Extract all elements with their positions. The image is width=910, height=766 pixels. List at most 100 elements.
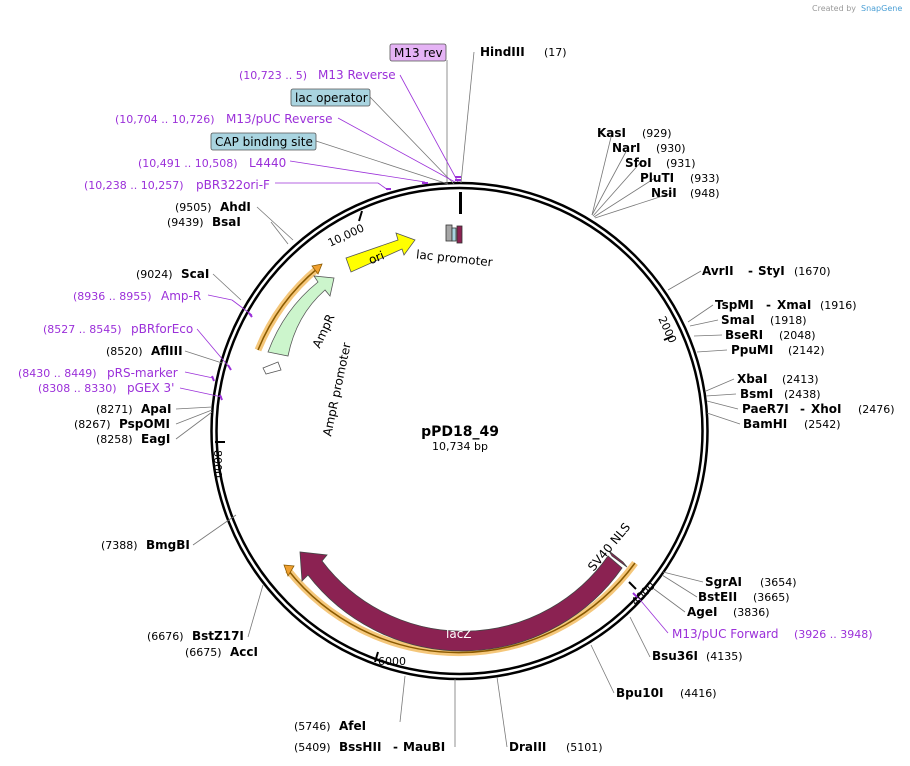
- site-leader-lines: [175, 51, 741, 748]
- site-pos: (929): [642, 127, 672, 140]
- site-name: Bsu36I: [652, 649, 698, 663]
- site-name-dash: -: [748, 264, 753, 278]
- lacz-orf-line: [287, 562, 636, 654]
- ori-label: ori: [366, 248, 386, 267]
- primer-name: pBRforEco: [131, 322, 193, 336]
- site-name: BstEII: [698, 590, 737, 604]
- site-name: SfoI: [625, 156, 652, 170]
- site-pos: (4416): [680, 687, 717, 700]
- primer-name: M13 Reverse: [318, 68, 396, 82]
- site-pos: (931): [666, 157, 696, 170]
- site-name: ScaI: [181, 267, 209, 281]
- ampr-arrow: [267, 275, 335, 357]
- site-pos: (6675): [185, 646, 222, 659]
- site-pos: (2438): [784, 388, 821, 401]
- site-name: HindIII: [480, 45, 525, 59]
- site-name-alt: XmaI: [777, 298, 811, 312]
- site-pos: (5101): [566, 741, 603, 754]
- primer-range: (10,704 .. 10,726): [115, 113, 215, 126]
- site-pos: (6676): [147, 630, 184, 643]
- ampr-promoter-label: AmpR promoter: [320, 341, 354, 437]
- primer-range: (8527 .. 8545): [43, 323, 122, 336]
- tick-label-10000: 10,000: [326, 222, 366, 250]
- site-name: TspMI: [715, 298, 754, 312]
- site-name: AflIII: [151, 344, 183, 358]
- primer-marks: [211, 176, 638, 598]
- site-pos: (3665): [753, 591, 790, 604]
- lac-operator-box: [451, 227, 457, 242]
- primer-name: L4440: [249, 156, 286, 170]
- primer-name: pGEX 3': [127, 381, 174, 395]
- site-pos: (8520): [106, 345, 143, 358]
- tick-label-8000: 8000: [211, 450, 224, 478]
- hindiii-mark: [459, 192, 462, 214]
- site-pos: (2476): [858, 403, 895, 416]
- primer-range: (8936 .. 8955): [73, 290, 152, 303]
- primer-range: (8430 .. 8449): [18, 367, 97, 380]
- ampr-label: AmpR: [310, 312, 338, 350]
- lac-promoter-label: lac promoter: [415, 247, 493, 269]
- site-pos: (17): [544, 46, 567, 59]
- ori-arrow: [345, 232, 416, 273]
- ticks: [215, 210, 674, 663]
- site-name: BseRI: [725, 328, 763, 342]
- primer-name: pRS-marker: [107, 366, 178, 380]
- site-pos: (9505): [175, 201, 212, 214]
- site-name: PluTI: [640, 171, 674, 185]
- primer-name: Amp-R: [161, 289, 201, 303]
- site-pos: (8258): [96, 433, 133, 446]
- site-name-alt: StyI: [758, 264, 785, 278]
- site-name-alt: XhoI: [811, 402, 842, 416]
- primer-range: (8308 .. 8330): [38, 382, 117, 395]
- site-pos: (2413): [782, 373, 819, 386]
- primer-range: (3926 .. 3948): [794, 628, 873, 641]
- site-name: PpuMI: [731, 343, 773, 357]
- cap-binding-site-text: CAP binding site: [215, 135, 313, 149]
- site-name: PspOMI: [119, 417, 170, 431]
- ampr-promoter-arrow: [262, 361, 282, 375]
- site-pos: (1670): [794, 265, 831, 278]
- site-name: BsmI: [740, 387, 773, 401]
- lacz-label: lacZ: [446, 627, 472, 641]
- primer-range: (10,723 .. 5): [239, 69, 307, 82]
- site-pos: (1916): [820, 299, 857, 312]
- site-pos: (930): [656, 142, 686, 155]
- site-name: AgeI: [687, 605, 717, 619]
- plasmid-name: pPD18_49: [421, 424, 499, 440]
- site-pos: (9024): [136, 268, 173, 281]
- site-name: SgrAI: [705, 575, 742, 589]
- site-name: NarI: [612, 141, 641, 155]
- site-pos: (3654): [760, 576, 797, 589]
- tick-label-6000: 6000: [378, 655, 406, 668]
- site-pos: (2542): [804, 418, 841, 431]
- backbone-inner: [215, 186, 704, 676]
- site-name: NsiI: [651, 186, 677, 200]
- site-pos: (8271): [96, 403, 133, 416]
- site-pos: (3836): [733, 606, 770, 619]
- credit-prefix: Created by: [812, 4, 856, 13]
- site-pos: (9439): [167, 216, 204, 229]
- primer-name: M13/pUC Forward: [672, 627, 779, 641]
- site-name: KasI: [597, 126, 626, 140]
- lacz-orf-head: [283, 564, 295, 577]
- m13-rev-box-label: [389, 43, 447, 62]
- site-name: PaeR7I: [742, 402, 789, 416]
- lacz-arrow: [299, 551, 623, 652]
- primer-name: M13/pUC Reverse: [226, 112, 333, 126]
- site-name: AvrII: [702, 264, 734, 278]
- m13-rev-text: M13 rev: [394, 46, 443, 60]
- site-name-alt: MauBI: [403, 740, 445, 754]
- site-name: BsaI: [212, 215, 241, 229]
- site-pos: (2142): [788, 344, 825, 357]
- credit-brand: SnapGene: [861, 4, 902, 13]
- site-name: SmaI: [721, 313, 755, 327]
- site-pos: (1918): [770, 314, 807, 327]
- plasmid-length: 10,734 bp: [432, 440, 488, 453]
- site-name: BssHII: [339, 740, 381, 754]
- lac-promoter-box: [445, 224, 453, 242]
- site-name: Bpu10I: [616, 686, 663, 700]
- site-pos: (2048): [779, 329, 816, 342]
- lac-operator-box-label: [290, 88, 371, 107]
- site-name: AccI: [230, 645, 258, 659]
